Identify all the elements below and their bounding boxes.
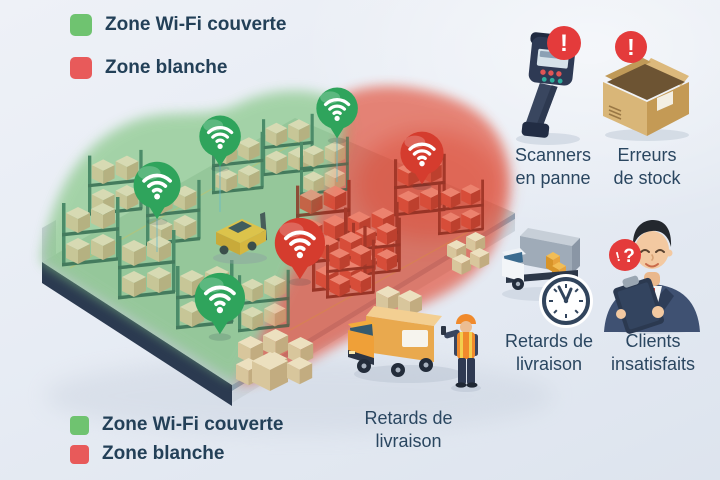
green-swatch (70, 415, 89, 435)
client-clipboard-icon (604, 220, 700, 334)
legend-label: Zone blanche (105, 57, 228, 78)
truck-icon (502, 228, 580, 290)
red-swatch (70, 444, 89, 464)
clock-icon (539, 274, 593, 328)
legend-item-dead-zone: Zone blanche (70, 57, 286, 79)
label-line: de stock (613, 168, 681, 188)
cardboard-box-icon (603, 58, 689, 136)
label-line: Clients (625, 331, 681, 351)
legend-label: Zone blanche (102, 443, 225, 464)
unsatisfied-client-icon: ! ? (604, 220, 700, 334)
warehouse-worker-art (441, 314, 481, 392)
legend-label: Zone Wi-Fi couverte (105, 14, 287, 35)
label-line: Scanners (514, 145, 592, 165)
label-erreurs-de-stock: Erreurs de stock (596, 144, 698, 190)
scanner-alert-icon: ! (516, 26, 581, 145)
caption-line: Retards de (364, 408, 453, 428)
legend-item-wifi-zone: Zone Wi-Fi couverte (70, 414, 283, 436)
red-swatch (70, 57, 92, 79)
svg-text:?: ? (623, 246, 635, 267)
label-line: Retards de (504, 331, 594, 351)
svg-text:!: ! (560, 30, 568, 57)
label-clients-insatisfaits: Clients insatisfaits (596, 330, 710, 376)
svg-text:!: ! (614, 249, 622, 265)
label-line: insatisfaits (610, 354, 696, 374)
legend-top: Zone Wi-Fi couverte Zone blanche (70, 14, 286, 100)
label-scanners-en-panne: Scanners en panne (502, 144, 604, 190)
label-line: Erreurs (617, 145, 677, 165)
alert-badge-icon: ! (547, 26, 581, 60)
legend-label: Zone Wi-Fi couverte (102, 414, 284, 435)
caption-line: livraison (375, 431, 442, 451)
svg-text:!: ! (627, 34, 635, 60)
label-line: en panne (515, 168, 591, 188)
delivery-delay-icon (502, 228, 593, 328)
legend-bottom: Zone Wi-Fi couverte Zone blanche (70, 414, 283, 472)
alert-badge-icon: ! (615, 31, 647, 63)
green-swatch (70, 14, 92, 36)
question-badge-icon: ! ? (609, 239, 641, 271)
legend-item-dead-zone: Zone blanche (70, 443, 283, 465)
truck-caption: Retards de livraison (346, 407, 471, 453)
delivery-truck-art (348, 286, 462, 383)
loose-boxes-bottom (236, 329, 314, 391)
label-line: livraison (515, 354, 583, 374)
platform-edge-dark (42, 262, 232, 406)
legend-item-wifi-zone: Zone Wi-Fi couverte (70, 14, 286, 36)
stock-error-box-icon: ! (603, 31, 689, 141)
label-retards-de-livraison: Retards de livraison (494, 330, 604, 376)
